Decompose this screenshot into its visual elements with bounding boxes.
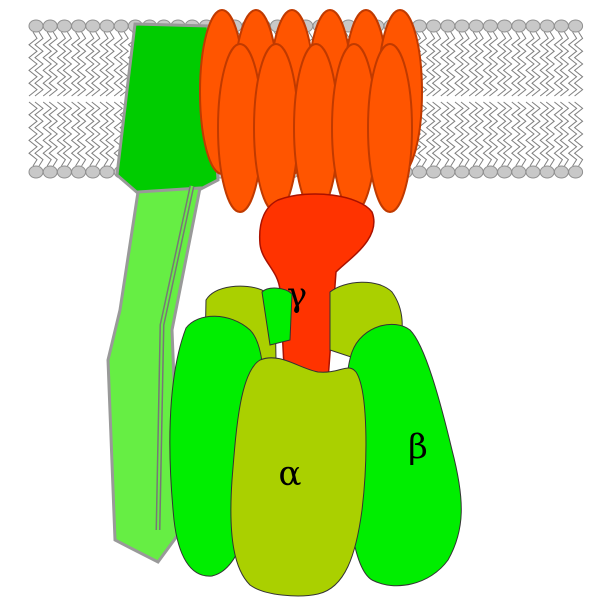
lipid-head (72, 166, 86, 178)
lipid-tail (469, 102, 477, 166)
lipid-tail (526, 102, 534, 166)
lipid-tail (554, 32, 562, 96)
lipid-head (526, 20, 540, 32)
lipid-tail (512, 32, 520, 96)
lipid-head (554, 20, 568, 32)
lipid-head (540, 166, 554, 178)
lipid-tail (43, 102, 51, 166)
lipid-head (569, 166, 583, 178)
lipid-head (57, 20, 71, 32)
lipid-head (29, 20, 43, 32)
lipid-head (86, 166, 100, 178)
lipid-tail (114, 32, 122, 96)
lipid-tail (469, 32, 477, 96)
lipid-tail (540, 102, 548, 166)
lipid-tail (483, 32, 491, 96)
lipid-head (512, 20, 526, 32)
lipid-head (72, 20, 86, 32)
lipid-head (483, 20, 497, 32)
lipid-tail (29, 102, 37, 166)
lipid-tail (100, 32, 108, 96)
lipid-head (483, 166, 497, 178)
lipid-tail (526, 32, 534, 96)
lipid-tail (441, 102, 449, 166)
lipid-tail (498, 32, 506, 96)
lipid-tail (57, 102, 65, 166)
lipid-tail (569, 32, 577, 96)
lipid-head (469, 20, 483, 32)
lipid-head (512, 166, 526, 178)
lipid-tail (29, 32, 37, 96)
lipid-tail (483, 102, 491, 166)
alpha-label: α (279, 454, 302, 494)
lipid-head (43, 166, 57, 178)
lipid-head (441, 20, 455, 32)
lipid-head (427, 166, 441, 178)
lipid-head (498, 20, 512, 32)
lipid-head (498, 166, 512, 178)
lipid-tail (43, 32, 51, 96)
lipid-head (100, 20, 114, 32)
lipid-tail (86, 102, 94, 166)
lipid-tail (569, 102, 577, 166)
lipid-head (540, 20, 554, 32)
lipid-tail (540, 32, 548, 96)
c-subunit (368, 44, 412, 212)
lipid-tail (512, 102, 520, 166)
lipid-head (57, 166, 71, 178)
lipid-tail (498, 102, 506, 166)
lipid-head (455, 166, 469, 178)
lipid-head (554, 166, 568, 178)
lipid-head (29, 166, 43, 178)
lipid-tail (72, 32, 80, 96)
lipid-tail (554, 102, 562, 166)
lipid-tail (455, 102, 463, 166)
lipid-head (114, 20, 128, 32)
lipid-tail (427, 32, 435, 96)
c-subunit (254, 44, 298, 212)
lipid-head (86, 20, 100, 32)
lipid-tail (427, 102, 435, 166)
lipid-head (526, 166, 540, 178)
lipid-tail (57, 32, 65, 96)
lipid-head (455, 20, 469, 32)
lipid-tail (86, 32, 94, 96)
lipid-tail (455, 32, 463, 96)
lipid-head (412, 166, 426, 178)
lipid-head (569, 20, 583, 32)
lipid-tail (72, 102, 80, 166)
lipid-head (427, 20, 441, 32)
lipid-head (441, 166, 455, 178)
lipid-tail (100, 102, 108, 166)
lipid-tail (441, 32, 449, 96)
gamma-label: γ (287, 275, 307, 315)
lipid-head (43, 20, 57, 32)
lipid-head (100, 166, 114, 178)
lipid-head (469, 166, 483, 178)
beta-label: β (408, 427, 428, 467)
